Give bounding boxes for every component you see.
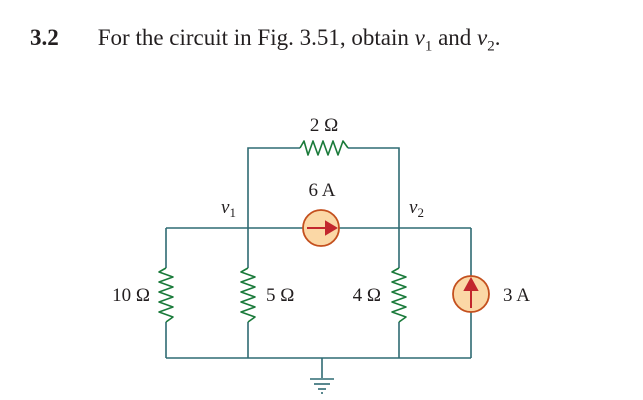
label-10ohm: 10 Ω	[112, 285, 150, 306]
label-2ohm: 2 Ω	[310, 115, 338, 136]
problem-var-v2: v2	[477, 25, 495, 55]
problem-text-and: and	[432, 25, 478, 50]
label-6A: 6 A	[309, 180, 336, 201]
problem-number: 3.2	[30, 25, 59, 50]
problem-text-prefix: For the circuit in Fig. 3.51, obtain	[97, 25, 415, 50]
resistor-2ohm	[299, 140, 349, 156]
problem-var-v1: v1	[414, 25, 433, 55]
resistor-4ohm	[391, 267, 407, 323]
problem-text-suffix: .	[494, 25, 501, 50]
ground-icon	[310, 378, 334, 394]
problem-header: 3.2 For the circuit in Fig. 3.51, obtain…	[30, 18, 501, 58]
label-node-v1: v1	[221, 197, 236, 220]
problem-statement: For the circuit in Fig. 3.51, obtain v1 …	[97, 25, 501, 55]
current-source-6A	[302, 209, 340, 247]
label-node-v2: v2	[409, 197, 424, 220]
current-source-3A	[452, 275, 490, 313]
label-4ohm: 4 Ω	[353, 285, 381, 306]
resistor-5ohm	[240, 267, 256, 323]
wire-top-branch	[247, 147, 400, 228]
circuit-wires	[165, 147, 472, 378]
label-3A: 3 A	[503, 285, 530, 306]
resistor-10ohm	[158, 267, 174, 323]
label-5ohm: 5 Ω	[266, 285, 294, 306]
